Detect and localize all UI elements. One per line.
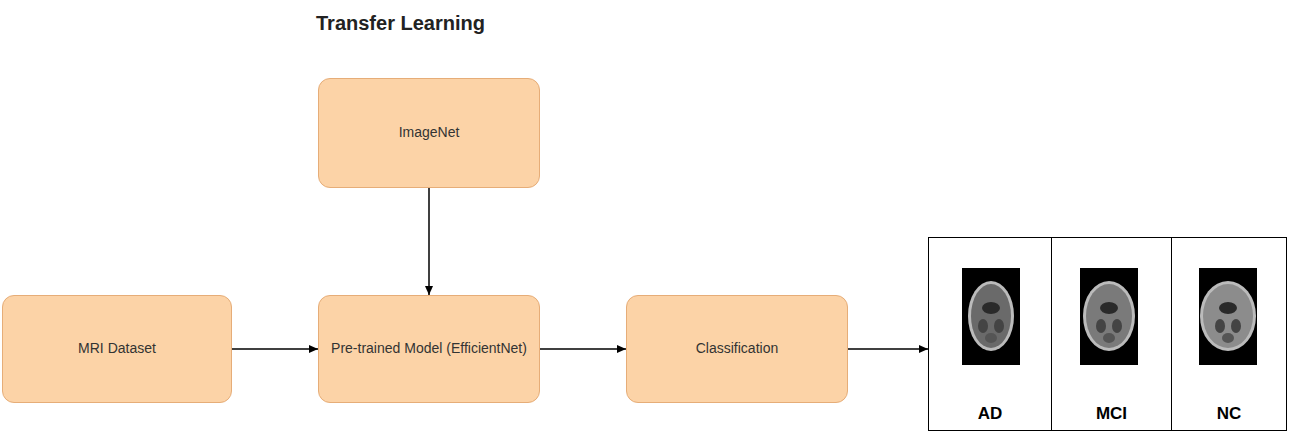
flow-arrow: [540, 348, 626, 350]
box-label: Pre-trained Model (EfficientNet): [331, 340, 527, 358]
diagram-title: Transfer Learning: [316, 12, 485, 35]
flow-arrow: [232, 348, 318, 350]
box-label: ImageNet: [399, 124, 460, 142]
process-box: ImageNet: [318, 78, 540, 188]
class-label: MCI: [1052, 404, 1171, 424]
mri-class-panel: AD: [928, 237, 1052, 431]
class-label: NC: [1172, 404, 1286, 424]
process-box: MRI Dataset: [2, 295, 232, 403]
flow-arrow: [428, 188, 430, 295]
mri-brain-image: [1199, 268, 1257, 365]
mri-brain-image: [962, 268, 1020, 365]
mri-class-panel: MCI: [1051, 237, 1172, 431]
mri-class-panel: NC: [1171, 237, 1287, 431]
process-box: Pre-trained Model (EfficientNet): [318, 295, 540, 403]
box-label: Classification: [696, 340, 778, 358]
class-label: AD: [929, 404, 1051, 424]
process-box: Classification: [626, 295, 848, 403]
flow-arrow: [848, 348, 928, 350]
mri-brain-image: [1080, 268, 1138, 365]
box-label: MRI Dataset: [78, 340, 156, 358]
